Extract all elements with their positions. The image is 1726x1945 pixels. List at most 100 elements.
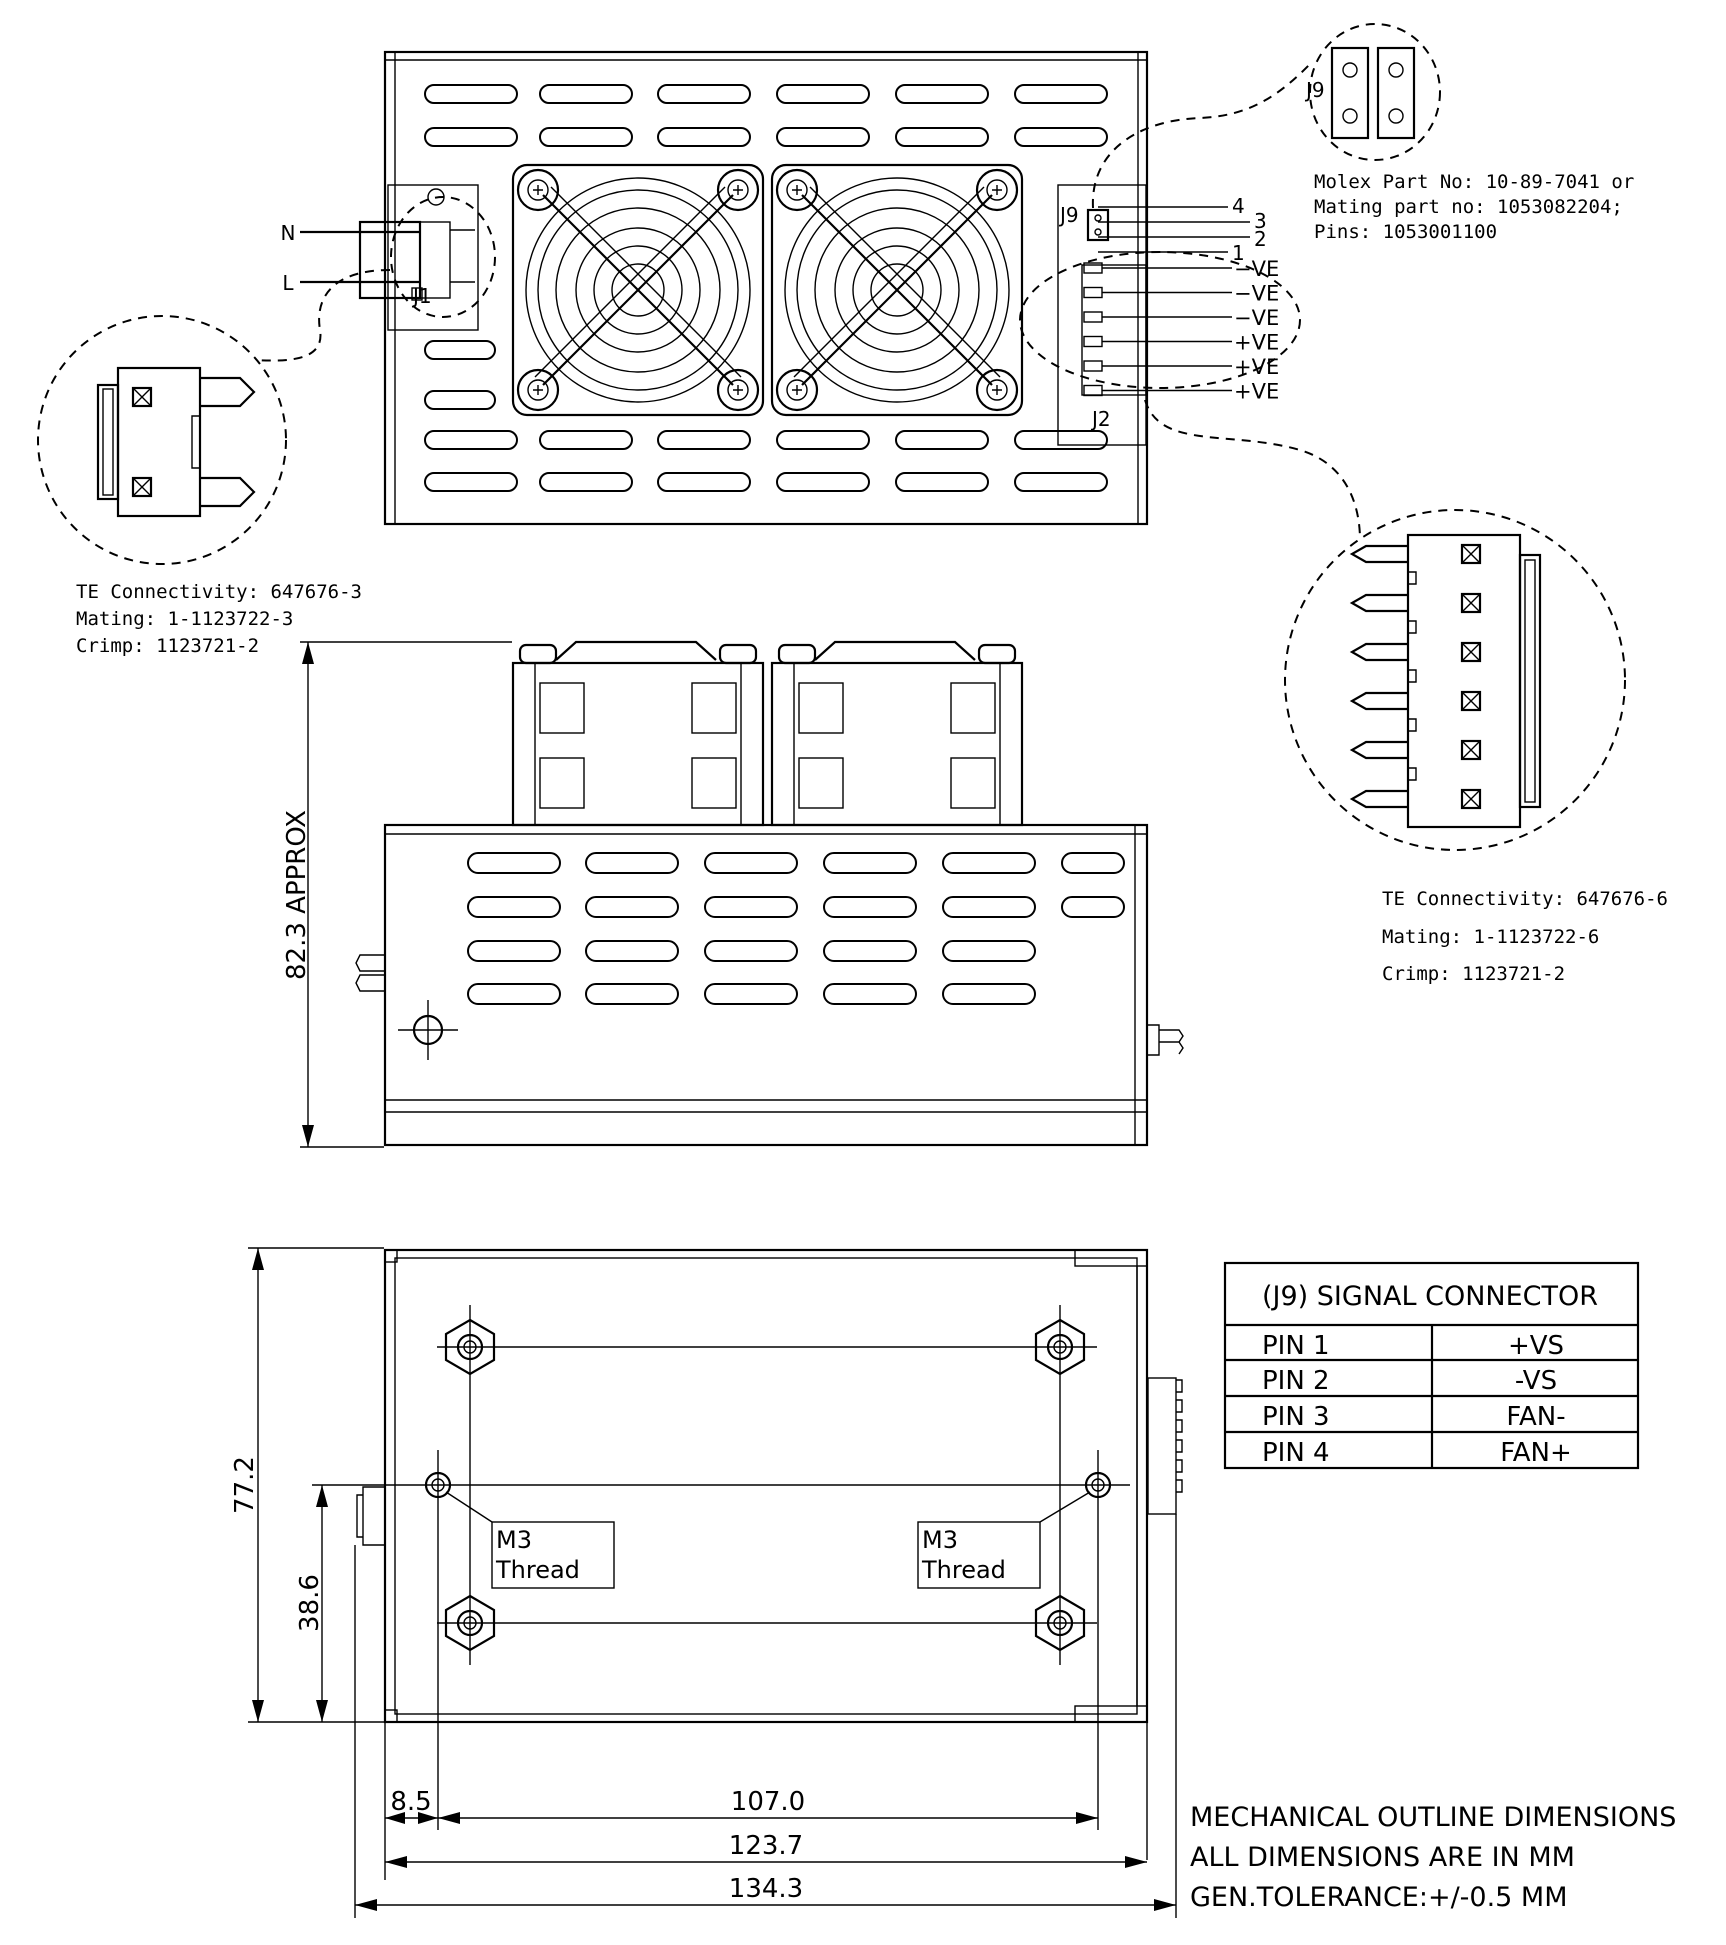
top-view-vent-slots xyxy=(424,84,1108,492)
vent-slot xyxy=(942,983,1036,1005)
vent-slot xyxy=(467,852,561,874)
j9-pin-4: 4 xyxy=(1232,194,1245,218)
j2-pin xyxy=(1083,286,1103,299)
vent-slot xyxy=(424,430,518,450)
j2-j9-connector-block: J9 J2 4 3 2 1 −VE−VE−VE+VE+VE+VE xyxy=(1019,184,1301,446)
vent-slot xyxy=(823,940,917,962)
hole-pitch-dimension: 107.0 xyxy=(438,1787,1098,1824)
vent-slot xyxy=(467,940,561,962)
vent-slot xyxy=(776,472,870,492)
hole-pitch-label: 107.0 xyxy=(731,1787,805,1817)
body-length-label: 123.7 xyxy=(729,1831,803,1861)
vent-slot xyxy=(424,340,496,360)
j2-detail-pin xyxy=(1349,789,1408,809)
vent-slot xyxy=(585,983,679,1005)
vent-slot xyxy=(467,896,561,918)
j2-detail-contact xyxy=(1460,592,1482,614)
j2-detail-contact-cross xyxy=(1461,789,1481,809)
vent-slot xyxy=(539,127,633,147)
fan-left xyxy=(511,163,765,417)
j9-pin-3: 3 xyxy=(1254,209,1267,233)
j2-detail-contact xyxy=(1460,641,1482,663)
vent-slot xyxy=(585,940,679,962)
vent-slot xyxy=(1014,472,1108,492)
j2-label: J2 xyxy=(1090,407,1111,431)
j2-output-label-6: +VE xyxy=(1234,380,1279,404)
j9-note-line-1: Molex Part No: 10-89-7041 or xyxy=(1314,171,1634,193)
thread-callout-right: M3 Thread xyxy=(917,1491,1091,1589)
vent-slot xyxy=(776,127,870,147)
j2-detail-pin xyxy=(1349,691,1408,711)
j9-note-line-2: Mating part no: 1053082204; xyxy=(1314,196,1623,218)
vent-slot xyxy=(585,852,679,874)
earth-screw-symbol xyxy=(398,1000,458,1060)
j2-detail-contact-cross xyxy=(1461,642,1481,662)
vent-slot xyxy=(895,430,989,450)
vent-slot xyxy=(776,430,870,450)
j2-detail-circle xyxy=(1019,251,1301,389)
thread-left-size: M3 xyxy=(496,1526,532,1554)
width-dimension-label: 77.2 xyxy=(230,1456,260,1514)
vent-slot xyxy=(895,127,989,147)
vent-slot xyxy=(539,84,633,104)
signal-row-4-pin: PIN 4 xyxy=(1262,1438,1330,1468)
j2-output-label-4: +VE xyxy=(1234,331,1279,355)
vent-slot xyxy=(424,84,518,104)
j2-detail-latch xyxy=(1408,767,1417,781)
mount-hole-top-left xyxy=(444,1318,496,1376)
j2-detail-latch xyxy=(1408,620,1417,634)
overall-length-label: 134.3 xyxy=(729,1874,803,1904)
bottom-view-outline xyxy=(383,1248,1149,1724)
bottom-left-connector xyxy=(356,1486,385,1546)
vent-slot xyxy=(823,852,917,874)
vent-slot xyxy=(657,472,751,492)
j2-detail-contact xyxy=(1460,739,1482,761)
bottom-view: M3 Thread M3 Thread 77.2 38.6 xyxy=(230,1247,1183,1918)
j2-detail-pin xyxy=(1349,642,1408,662)
signal-table-title: (J9) SIGNAL CONNECTOR xyxy=(1262,1281,1598,1312)
vent-slot xyxy=(1014,430,1108,450)
signal-row-1-signal: +VS xyxy=(1508,1331,1564,1361)
half-width-dimension-label: 38.6 xyxy=(295,1574,325,1632)
j2-detail-pin xyxy=(1349,740,1408,760)
side-view: 82.3 APPROX xyxy=(282,640,1184,1148)
j1-note-line-2: Mating: 1-1123722-3 xyxy=(76,608,293,630)
j2-detail-contact-cross xyxy=(1461,544,1481,564)
vent-slot xyxy=(657,127,751,147)
j2-pin xyxy=(1083,360,1103,372)
side-connector-right xyxy=(1147,1024,1184,1056)
j2-detail-latch xyxy=(1408,571,1417,585)
mount-hole-bottom-right xyxy=(1034,1594,1086,1652)
height-dimension-label: 82.3 APPROX xyxy=(282,810,312,980)
j1-n-label: N xyxy=(281,221,296,245)
vent-slot xyxy=(1014,127,1108,147)
thread-callout-left: M3 Thread xyxy=(445,1491,615,1589)
j2-output-pins: −VE−VE−VE+VE+VE+VE xyxy=(1083,257,1279,404)
vent-slot xyxy=(704,852,798,874)
vent-slot xyxy=(823,983,917,1005)
j2-note-line-1: TE Connectivity: 647676-6 xyxy=(1382,888,1668,910)
j1-detail-circle xyxy=(390,196,496,318)
signal-connector-table: (J9) SIGNAL CONNECTOR PIN 1 +VS PIN 2 -V… xyxy=(1223,1261,1640,1470)
vent-slot xyxy=(895,472,989,492)
j2-detail-contact-cross xyxy=(1461,593,1481,613)
mount-hole-bottom-left xyxy=(444,1594,496,1652)
j2-detail-contact xyxy=(1460,543,1482,565)
top-view-outline xyxy=(383,50,1149,526)
body-length-dimension: 123.7 xyxy=(385,1831,1147,1868)
vent-slot xyxy=(823,896,917,918)
j1-note-line-3: Crimp: 1123721-2 xyxy=(76,635,259,657)
j2-detail-contact xyxy=(1460,788,1482,810)
bottom-right-connector xyxy=(1147,1377,1183,1515)
fan-right xyxy=(770,163,1024,417)
j1-l-label: L xyxy=(282,271,294,295)
vent-slot xyxy=(895,84,989,104)
vent-slot xyxy=(1014,84,1108,104)
half-width-dimension: 38.6 xyxy=(295,1484,412,1722)
side-fan-left xyxy=(511,640,765,827)
j2-detail-latch xyxy=(1408,718,1417,732)
footer-note-1: MECHANICAL OUTLINE DIMENSIONS xyxy=(1190,1802,1676,1833)
thread-right-type: Thread xyxy=(921,1556,1006,1584)
width-dimension: 77.2 xyxy=(230,1247,384,1723)
